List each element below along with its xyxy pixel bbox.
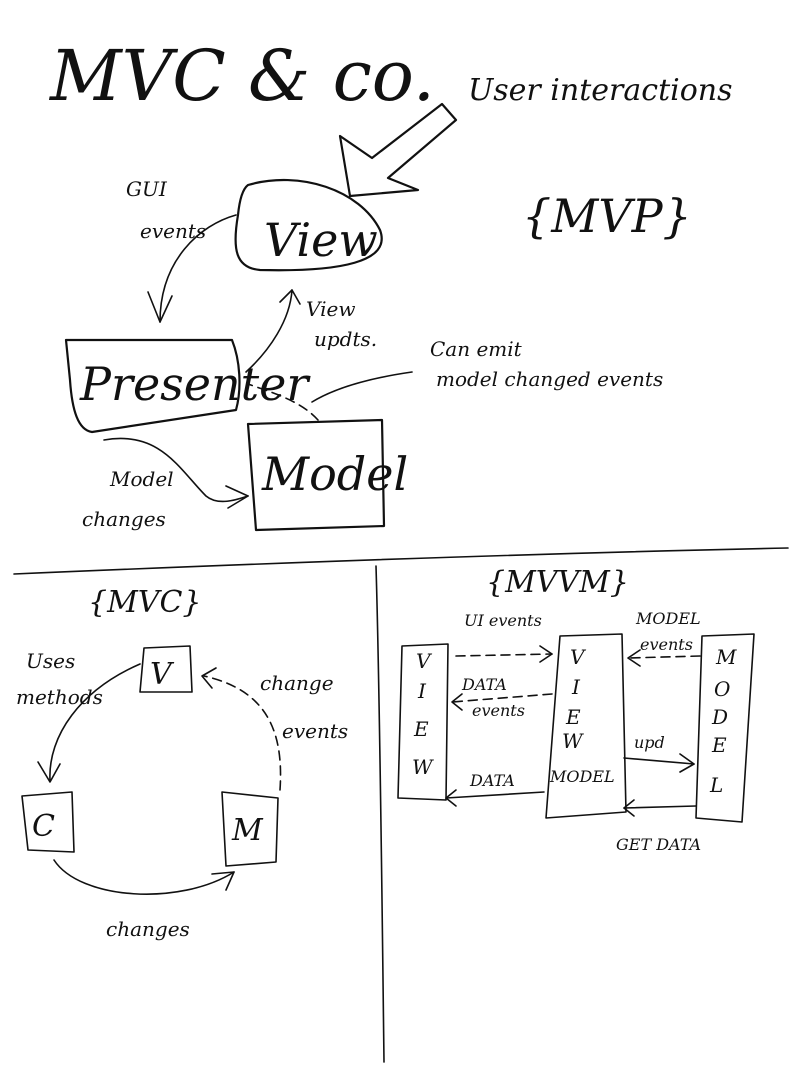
mvp-section: User interactions View {MVP} GUI events … xyxy=(64,73,733,532)
mvvm-section-label: {MVVM} xyxy=(486,565,629,600)
mvp-section-label: {MVP} xyxy=(522,189,692,243)
view-updates-arrowhead xyxy=(279,289,301,305)
can-emit-label-line2: model changed events xyxy=(436,367,663,391)
mvvm-model-letter-5: L xyxy=(709,773,723,797)
data-events-label-line1: DATA xyxy=(461,675,507,694)
view-updates-label-line2: updts. xyxy=(314,327,377,351)
mvc-view-box xyxy=(139,645,193,693)
mvvm-model-box xyxy=(695,633,755,823)
data-events-arrowhead xyxy=(451,693,463,711)
data-arrow xyxy=(445,791,545,799)
model-events-label-line2: events xyxy=(640,635,693,654)
mvvm-model-letter-1: M xyxy=(715,645,737,669)
gui-events-arrow xyxy=(159,214,237,323)
view-updates-label-line1: View xyxy=(306,297,355,321)
change-events-arrowhead xyxy=(201,667,217,689)
mvc-section-label: {MVC} xyxy=(88,585,202,620)
view-node-label: View xyxy=(264,213,378,267)
model-events-arrow-mvvm xyxy=(627,655,701,659)
change-events-arrow xyxy=(203,675,282,791)
model-changes-label-line1: Model xyxy=(109,467,174,491)
mvvm-model-letter-3: D xyxy=(711,705,728,729)
mvvm-section: {MVVM} V I E W V I E W MODEL M O D E L U… xyxy=(397,565,755,854)
changes-arrow xyxy=(53,859,235,895)
changes-label: changes xyxy=(106,917,190,941)
user-interactions-arrow xyxy=(338,102,458,198)
model-events-arrow xyxy=(247,383,319,421)
mvc-controller-label: C xyxy=(32,809,55,844)
data-events-label-line2: events xyxy=(472,701,525,720)
model-node-shape xyxy=(246,418,386,532)
model-changes-arrow xyxy=(103,437,249,503)
model-changes-arrowhead xyxy=(225,485,249,509)
mvvm-view-letter-3: E xyxy=(413,717,429,741)
get-data-arrow xyxy=(623,805,697,809)
model-node-label: Model xyxy=(261,447,408,501)
presenter-node-shape xyxy=(64,338,241,434)
mvvm-view-letter-1: V xyxy=(416,649,433,673)
mvvm-viewmodel-box xyxy=(545,633,627,819)
mvvm-viewmodel-letter-2: I xyxy=(571,675,581,699)
page-title: MVC & co. xyxy=(48,35,435,117)
model-events-label-line1: MODEL xyxy=(635,609,701,628)
mvc-controller-box xyxy=(21,791,75,853)
mvvm-viewmodel-model-label: MODEL xyxy=(549,767,615,786)
horizontal-divider xyxy=(13,547,789,575)
uses-methods-label-line1: Uses xyxy=(26,649,75,673)
upd-label: upd xyxy=(634,733,665,752)
model-changes-label-line2: changes xyxy=(82,507,166,531)
gui-events-label-line2: events xyxy=(140,219,206,243)
model-events-arrowhead-mvvm xyxy=(627,649,641,667)
mvvm-view-letter-4: W xyxy=(412,755,434,779)
user-interactions-label: User interactions xyxy=(468,73,733,108)
mvc-section: {MVC} V C M Uses methods change events c… xyxy=(16,585,348,941)
view-updates-arrow xyxy=(245,289,293,373)
get-data-label: GET DATA xyxy=(616,835,701,854)
ui-events-arrow xyxy=(455,653,553,657)
can-emit-pointer xyxy=(311,371,413,403)
mvc-view-label: V xyxy=(150,657,175,692)
data-label: DATA xyxy=(469,771,515,790)
mvvm-view-box xyxy=(397,643,449,801)
mvc-model-box xyxy=(221,791,279,867)
upd-arrowhead xyxy=(679,753,695,773)
mvvm-view-letter-2: I xyxy=(417,679,427,703)
data-arrowhead xyxy=(445,789,457,807)
gui-events-arrowhead xyxy=(147,291,173,323)
mvvm-viewmodel-letter-3: E xyxy=(565,705,581,729)
vertical-divider xyxy=(375,565,385,1063)
mvvm-viewmodel-letter-1: V xyxy=(570,645,587,669)
changes-arrowhead xyxy=(211,871,235,891)
upd-arrow xyxy=(623,757,695,765)
can-emit-label-line1: Can emit xyxy=(430,337,523,361)
mvvm-viewmodel-letter-4: W xyxy=(562,729,584,753)
mvvm-model-letter-2: O xyxy=(714,677,730,701)
ui-events-arrowhead xyxy=(539,645,553,663)
presenter-node-label: Presenter xyxy=(79,357,311,411)
get-data-arrowhead xyxy=(623,799,635,817)
change-events-label-line2: events xyxy=(282,719,348,743)
change-events-label-line1: change xyxy=(260,671,334,695)
uses-methods-arrowhead xyxy=(37,761,61,783)
mvvm-model-letter-4: E xyxy=(711,733,727,757)
uses-methods-label-line2: methods xyxy=(16,685,103,709)
view-node-shape xyxy=(234,178,383,272)
ui-events-label: UI events xyxy=(464,611,542,630)
data-events-arrow xyxy=(451,693,553,703)
mvc-model-label: M xyxy=(231,813,264,848)
gui-events-label-line1: GUI xyxy=(126,177,168,201)
uses-methods-arrow xyxy=(49,663,141,781)
